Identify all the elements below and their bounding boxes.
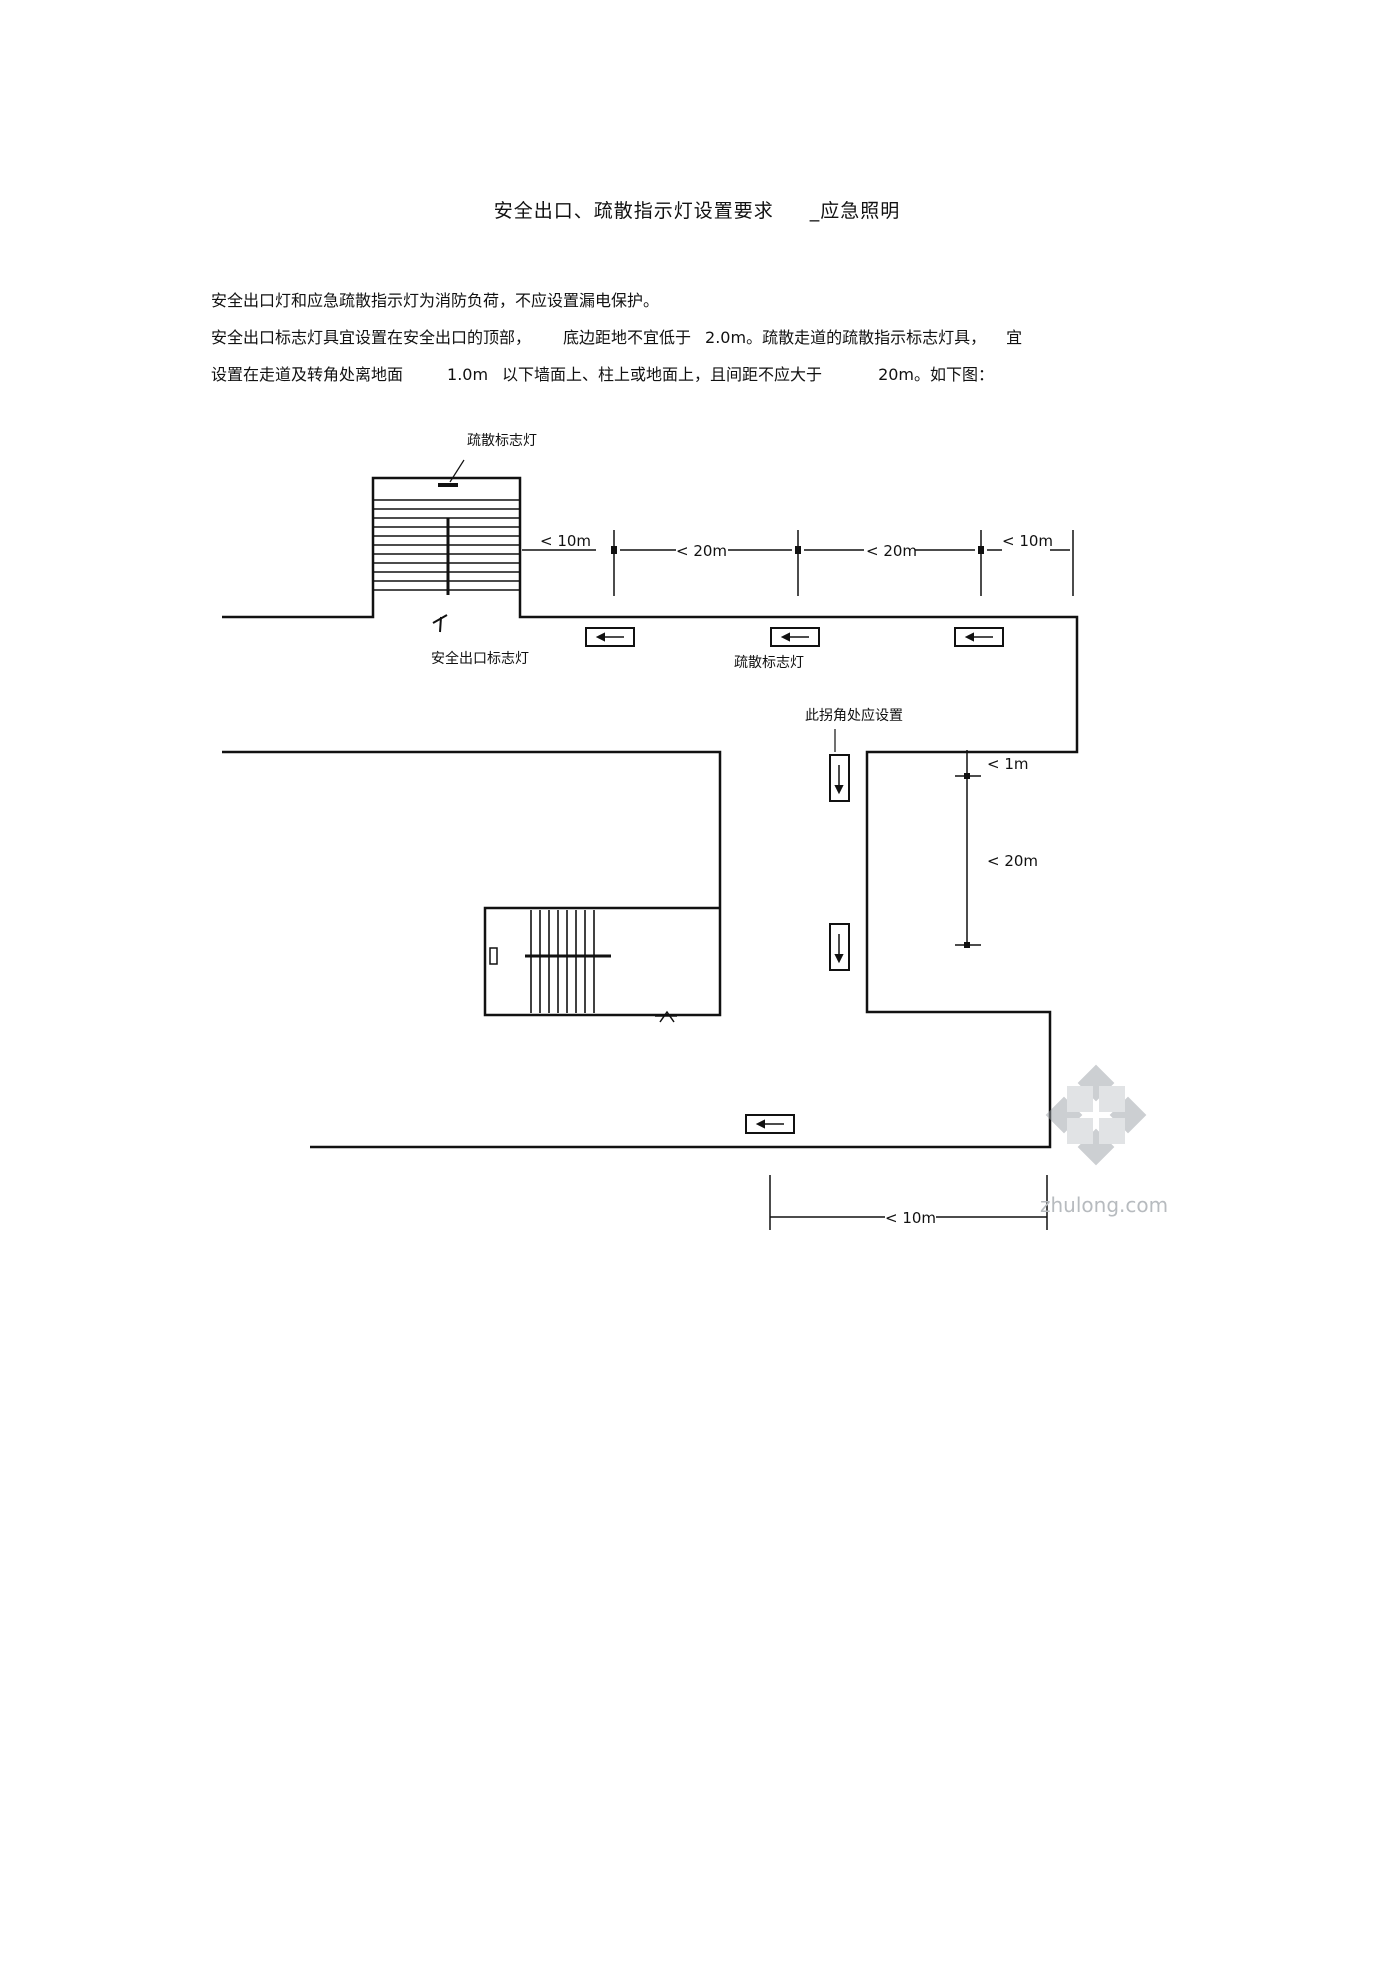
exit-fixture-bottom-symbol — [659, 1010, 675, 1023]
paragraph-2-part-b: 底边距地不宜低于 — [563, 328, 692, 347]
title-sub: _应急照明 — [809, 200, 901, 222]
watermark-text: zhulong.com — [1040, 1193, 1168, 1217]
paragraph-3-part-c: 以下墙面上、柱上或地面上，且间距不应大于 — [502, 365, 823, 384]
stair-top — [373, 459, 520, 595]
corridor-wall-outer — [222, 476, 1079, 1149]
evac-sign-box-2 — [770, 627, 820, 647]
paragraph-1-text: 安全出口灯和应急疏散指示灯为消防负荷，不应设置漏电保护。 — [211, 291, 660, 310]
paragraph-3-value-spacing: 20m — [878, 365, 915, 384]
title-main: 安全出口、疏散指示灯设置要求 — [493, 200, 774, 222]
paragraph-2-part-e: 宜 — [1006, 328, 1023, 347]
dim-label-d4: < 10m — [1002, 532, 1053, 550]
exit-sign-fixture — [432, 614, 448, 633]
dimension-labels: < 10m < 20m < 20m < 10m < 1m < 20m < 10m — [540, 532, 1053, 1227]
paragraph-1: 安全出口灯和应急疏散指示灯为消防负荷，不应设置漏电保护。 — [211, 291, 659, 311]
label-corner-note: 此拐角处应设置 — [805, 707, 903, 724]
label-evac-sign-mid: 疏散标志灯 — [734, 655, 804, 671]
evac-sign-box-4 — [829, 754, 850, 802]
dim-label-v2: < 20m — [987, 852, 1038, 870]
paragraph-3-value-height: 1.0m — [447, 365, 489, 384]
dim-label-v1: < 1m — [987, 755, 1029, 773]
paragraph-2: 安全出口标志灯具宜设置在安全出口的顶部， 底边距地不宜低于 2.0m。疏散走道的疏散… — [211, 328, 1022, 348]
paragraph-2-value-height: 2.0m — [705, 328, 747, 347]
diagram-labels: 疏散标志灯 安全出口标志灯 疏散标志灯 此拐角处应设置 — [431, 433, 903, 724]
dim-label-d3: < 20m — [866, 542, 917, 560]
paragraph-3-part-e: 。如下图： — [914, 365, 995, 384]
dimension-ticks — [611, 546, 984, 948]
paragraph-3-part-a: 设置在走道及转角处离地面 — [211, 365, 404, 384]
paragraph-3: 设置在走道及转角处离地面 1.0m 以下墙面上、柱上或地面上，且间距不应大于 20m。… — [211, 365, 994, 385]
leader-line — [449, 459, 465, 483]
dim-label-d1: < 10m — [540, 532, 591, 550]
stair-door-sign — [489, 947, 498, 965]
label-evac-sign-top: 疏散标志灯 — [467, 433, 537, 449]
stair-bottom — [489, 910, 677, 1023]
evac-sign-box-1 — [585, 627, 635, 647]
evac-sign-box-5 — [829, 923, 850, 971]
stair-bottom-treads — [530, 910, 595, 1013]
paragraph-2-part-d: 。疏散走道的疏散指示标志灯具， — [746, 328, 987, 347]
watermark-logo — [1045, 1064, 1147, 1166]
corridor-wall-inner — [222, 750, 722, 1017]
evac-sign-box-6 — [745, 1114, 795, 1134]
page-title: 安全出口、疏散指示灯设置要求 _应急照明 — [0, 196, 1394, 223]
dimension-lines — [522, 530, 1074, 1230]
evac-sign-boxes — [585, 627, 1004, 1134]
dim-label-bottom: < 10m — [885, 1209, 936, 1227]
wall-lines — [222, 476, 1079, 1149]
label-exit-sign: 安全出口标志灯 — [431, 650, 529, 667]
paragraph-2-part-a: 安全出口标志灯具宜设置在安全出口的顶部， — [211, 328, 532, 347]
dim-label-d2: < 20m — [676, 542, 727, 560]
evac-sign-box-3 — [954, 627, 1004, 647]
